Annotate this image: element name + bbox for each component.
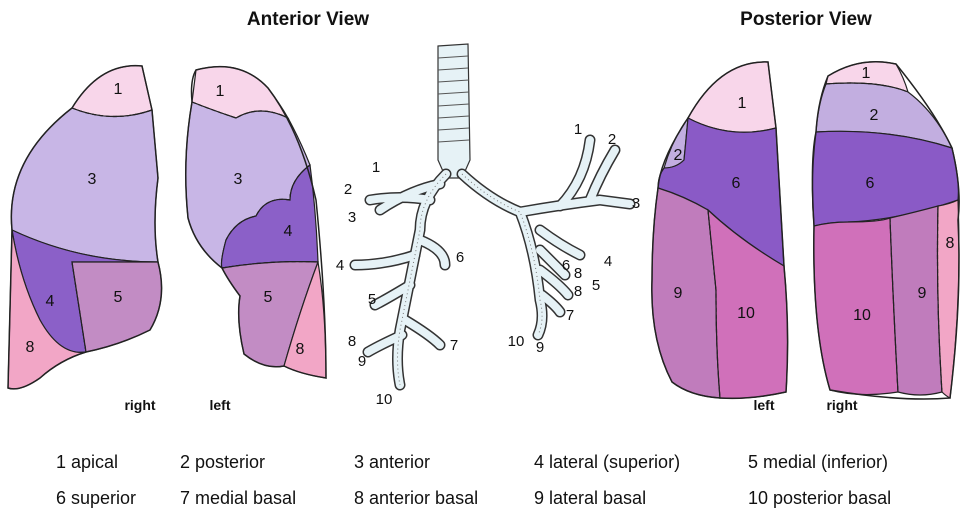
bronchus-label-4: 4 bbox=[336, 257, 344, 274]
legend-item-7: 7 medial basal bbox=[180, 488, 296, 509]
segment-9-lateral-basal bbox=[890, 206, 942, 395]
label-10: 10 bbox=[737, 305, 755, 322]
legend-item-6: 6 superior bbox=[56, 488, 136, 509]
posterior-right-label: right bbox=[826, 397, 857, 413]
posterior-view-title: Posterior View bbox=[740, 9, 872, 30]
label-8: 8 bbox=[296, 341, 305, 358]
bronchus-label-5: 5 bbox=[368, 291, 376, 308]
bronchus-label-2: 2 bbox=[344, 181, 352, 198]
label-2: 2 bbox=[674, 147, 683, 164]
bronchus-label-7: 7 bbox=[566, 307, 574, 324]
bronchial-tree bbox=[355, 44, 630, 385]
anterior-left-lung bbox=[186, 67, 326, 378]
anterior-view-title: Anterior View bbox=[247, 9, 369, 30]
label-3: 3 bbox=[88, 171, 97, 188]
label-10: 10 bbox=[853, 307, 871, 324]
posterior-left-lung bbox=[652, 62, 788, 398]
bronchus-label-8: 8 bbox=[574, 265, 582, 282]
bronchus-label-8b: 8 bbox=[574, 283, 582, 300]
label-9: 9 bbox=[918, 285, 927, 302]
bronchus-label-9: 9 bbox=[358, 353, 366, 370]
bronchus-label-5: 5 bbox=[592, 277, 600, 294]
bronchus-label-1: 1 bbox=[372, 159, 380, 176]
posterior-left-label: left bbox=[754, 397, 775, 413]
legend-item-2: 2 posterior bbox=[180, 452, 265, 473]
label-8: 8 bbox=[26, 339, 35, 356]
bronchus-label-3: 3 bbox=[632, 195, 640, 212]
label-2: 2 bbox=[870, 107, 879, 124]
label-1: 1 bbox=[114, 81, 123, 98]
bronchus-label-6: 6 bbox=[456, 249, 464, 266]
bronchus-label-9: 9 bbox=[536, 339, 544, 356]
label-1: 1 bbox=[862, 65, 871, 82]
label-5: 5 bbox=[114, 289, 123, 306]
trachea bbox=[438, 44, 470, 178]
label-1: 1 bbox=[216, 83, 225, 100]
label-6: 6 bbox=[866, 175, 875, 192]
bronchus-label-3: 3 bbox=[348, 209, 356, 226]
bronchus-label-6: 6 bbox=[562, 257, 570, 274]
legend-item-8: 8 anterior basal bbox=[354, 488, 478, 509]
bronchus-label-1: 1 bbox=[574, 121, 582, 138]
legend-item-1: 1 apical bbox=[56, 452, 118, 473]
label-9: 9 bbox=[674, 285, 683, 302]
label-4: 4 bbox=[284, 223, 293, 240]
segment-5-medial bbox=[72, 262, 162, 352]
bronchus-label-7: 7 bbox=[450, 337, 458, 354]
bronchus-label-10: 10 bbox=[508, 333, 525, 350]
label-6: 6 bbox=[732, 175, 741, 192]
legend-item-3: 3 anterior bbox=[354, 452, 430, 473]
legend-item-10: 10 posterior basal bbox=[748, 488, 891, 509]
bronchus-label-4: 4 bbox=[604, 253, 612, 270]
label-5: 5 bbox=[264, 289, 273, 306]
anterior-left-label: left bbox=[210, 397, 231, 413]
label-1: 1 bbox=[738, 95, 747, 112]
bronchus-label-8: 8 bbox=[348, 333, 356, 350]
legend-item-5: 5 medial (inferior) bbox=[748, 452, 888, 473]
label-4: 4 bbox=[46, 293, 55, 310]
legend-item-4: 4 lateral (superior) bbox=[534, 452, 680, 473]
legend-item-9: 9 lateral basal bbox=[534, 488, 646, 509]
bronchus-label-10: 10 bbox=[376, 391, 393, 408]
bronchus-label-2: 2 bbox=[608, 131, 616, 148]
anterior-right-label: right bbox=[124, 397, 155, 413]
label-8: 8 bbox=[946, 235, 955, 252]
posterior-right-lung bbox=[812, 62, 959, 399]
label-3: 3 bbox=[234, 171, 243, 188]
